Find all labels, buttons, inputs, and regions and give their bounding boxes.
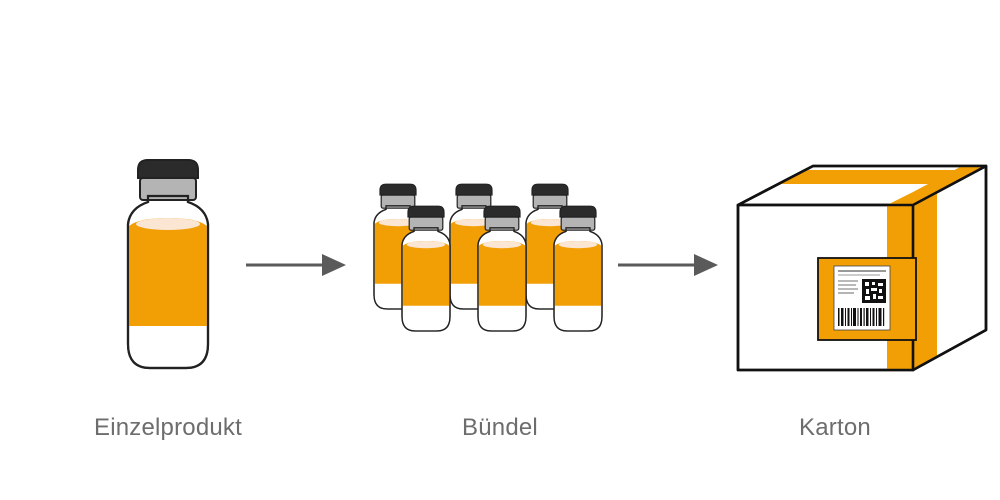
step-label-bundle: Bündel — [462, 414, 538, 441]
barcode-icon — [838, 308, 885, 326]
arrow-right-icon — [618, 254, 718, 276]
shipping-carton-icon — [736, 164, 988, 372]
step-label-single-product: Einzelprodukt — [93, 414, 243, 441]
arrow-right-icon — [246, 254, 346, 276]
vial-bundle-icon — [373, 183, 603, 332]
datamatrix-code-icon — [862, 279, 886, 303]
single-vial-icon — [126, 158, 210, 370]
step-label-carton: Karton — [799, 414, 871, 441]
